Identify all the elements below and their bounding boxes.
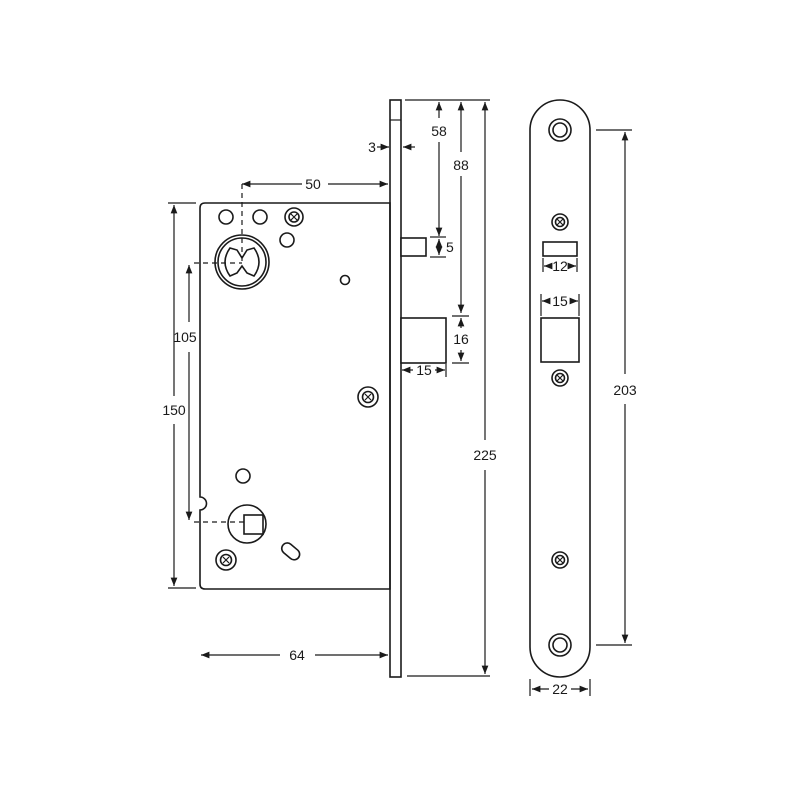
follower-square <box>227 504 267 544</box>
dim-deadbolt-throw: 15 <box>416 362 432 378</box>
dim-latch-height: 5 <box>446 239 454 255</box>
deadbolt-opening <box>540 317 580 363</box>
hole <box>339 274 351 286</box>
lock-body <box>199 202 391 590</box>
screw-icon <box>551 551 569 569</box>
screw-icon <box>357 386 379 408</box>
dimensions-front: 203 22 <box>529 129 637 697</box>
screw-icon <box>284 207 304 227</box>
dim-deadbolt-offset: 88 <box>453 157 469 173</box>
dim-faceplate-length: 225 <box>473 447 497 463</box>
faceplate-front: 12 15 <box>529 99 591 678</box>
screw-icon <box>551 369 569 387</box>
dim-latch-offset: 58 <box>431 123 447 139</box>
dim-strike-deadbolt-width: 15 <box>552 293 568 309</box>
dim-screw-spacing: 203 <box>613 382 637 398</box>
dim-faceplate-thickness: 3 <box>368 139 376 155</box>
dim-center-distance: 105 <box>173 329 197 345</box>
dimensions-side: 50 3 58 5 88 16 15 225 150 <box>162 99 497 677</box>
cylinder-hole <box>214 234 270 290</box>
screw-icon <box>215 549 237 571</box>
dim-deadbolt-height: 16 <box>453 331 469 347</box>
hole <box>252 209 268 225</box>
hole <box>235 468 251 484</box>
dim-backset: 50 <box>305 176 321 192</box>
hole <box>218 209 234 225</box>
mounting-hole <box>548 633 572 657</box>
screw-icon <box>551 213 569 231</box>
dim-body-depth: 64 <box>289 647 305 663</box>
dim-strike-latch-width: 12 <box>552 258 568 274</box>
faceplate-side <box>389 99 447 678</box>
latch-bolt <box>400 237 427 257</box>
dim-faceplate-width: 22 <box>552 681 568 697</box>
hole <box>279 232 295 248</box>
slot <box>280 542 301 561</box>
dim-body-height: 150 <box>162 402 186 418</box>
latch-opening <box>542 241 578 257</box>
deadbolt <box>400 317 447 364</box>
mounting-hole <box>548 118 572 142</box>
